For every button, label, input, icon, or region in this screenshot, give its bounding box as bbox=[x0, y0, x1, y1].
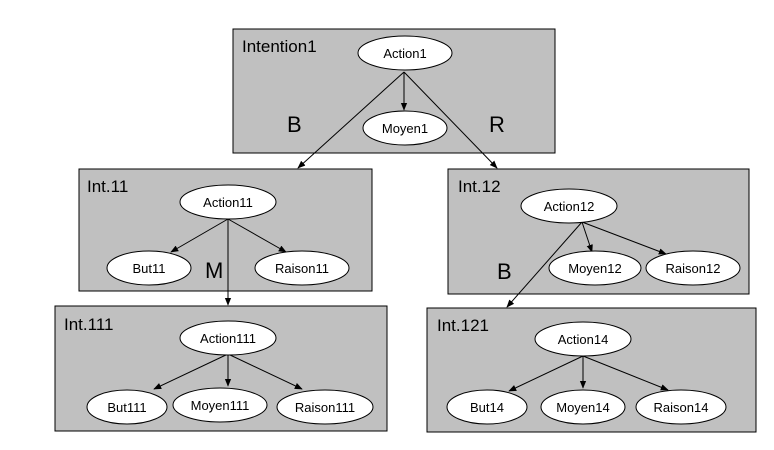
node-raison12: Raison12 bbox=[645, 250, 741, 286]
edge-label-r-top: R bbox=[489, 112, 505, 137]
node-but14: But14 bbox=[446, 389, 528, 425]
box-title-intention1: Intention1 bbox=[242, 37, 317, 56]
node-label-action1: Action1 bbox=[383, 46, 426, 61]
box-title-int121: Int.121 bbox=[437, 316, 489, 335]
box-title-int12: Int.12 bbox=[458, 177, 501, 196]
node-moyen111: Moyen111 bbox=[172, 387, 268, 423]
edge-label-m-int11: M bbox=[205, 258, 223, 283]
box-title-int11: Int.11 bbox=[87, 177, 128, 196]
edge-action14-but14 bbox=[508, 355, 584, 392]
node-action12: Action12 bbox=[520, 188, 618, 224]
edge-action1-int11 bbox=[297, 71, 405, 169]
node-label-moyen14: Moyen14 bbox=[556, 400, 609, 415]
node-action1: Action1 bbox=[357, 35, 453, 71]
edge-action111-raison111 bbox=[227, 353, 303, 390]
node-label-action11: Action11 bbox=[203, 195, 253, 210]
node-raison11: Raison11 bbox=[254, 250, 350, 286]
edges bbox=[153, 71, 669, 392]
node-label-raison14: Raison14 bbox=[654, 400, 709, 415]
box-title-int111: Int.111 bbox=[64, 315, 113, 334]
node-label-but11: But11 bbox=[132, 261, 165, 276]
node-label-action111: Action111 bbox=[200, 331, 256, 346]
node-raison111: Raison111 bbox=[276, 389, 374, 425]
node-moyen1: Moyen1 bbox=[362, 110, 448, 146]
node-moyen12: Moyen12 bbox=[548, 250, 642, 286]
edge-action1-int12 bbox=[403, 71, 498, 169]
node-action111: Action111 bbox=[179, 320, 277, 356]
edge-action12-raison12 bbox=[581, 221, 667, 255]
node-label-moyen12: Moyen12 bbox=[568, 261, 621, 276]
node-label-moyen1: Moyen1 bbox=[382, 121, 428, 136]
edge-action11-but11 bbox=[170, 218, 229, 253]
edge-action111-but111 bbox=[153, 353, 229, 390]
node-label-action12: Action12 bbox=[544, 199, 595, 214]
node-label-raison11: Raison11 bbox=[275, 261, 329, 276]
node-moyen14: Moyen14 bbox=[540, 389, 626, 425]
node-but111: But111 bbox=[86, 389, 168, 425]
node-label-raison111: Raison111 bbox=[295, 400, 355, 415]
node-label-moyen111: Moyen111 bbox=[191, 398, 250, 413]
edge-label-b-top: B bbox=[287, 112, 302, 137]
edge-action12-int121 bbox=[506, 221, 583, 308]
node-label-but14: But14 bbox=[470, 400, 504, 415]
node-label-but111: But111 bbox=[107, 400, 146, 415]
node-action14: Action14 bbox=[534, 321, 632, 357]
node-label-action14: Action14 bbox=[558, 332, 609, 347]
edge-action11-raison11 bbox=[227, 218, 287, 253]
node-but11: But11 bbox=[106, 250, 192, 286]
node-label-raison12: Raison12 bbox=[666, 261, 721, 276]
edge-action12-moyen12 bbox=[581, 221, 593, 253]
edge-label-b-int12: B bbox=[497, 259, 512, 284]
node-action11: Action11 bbox=[179, 184, 277, 220]
edge-action14-raison14 bbox=[582, 355, 669, 391]
node-raison14: Raison14 bbox=[635, 389, 727, 425]
